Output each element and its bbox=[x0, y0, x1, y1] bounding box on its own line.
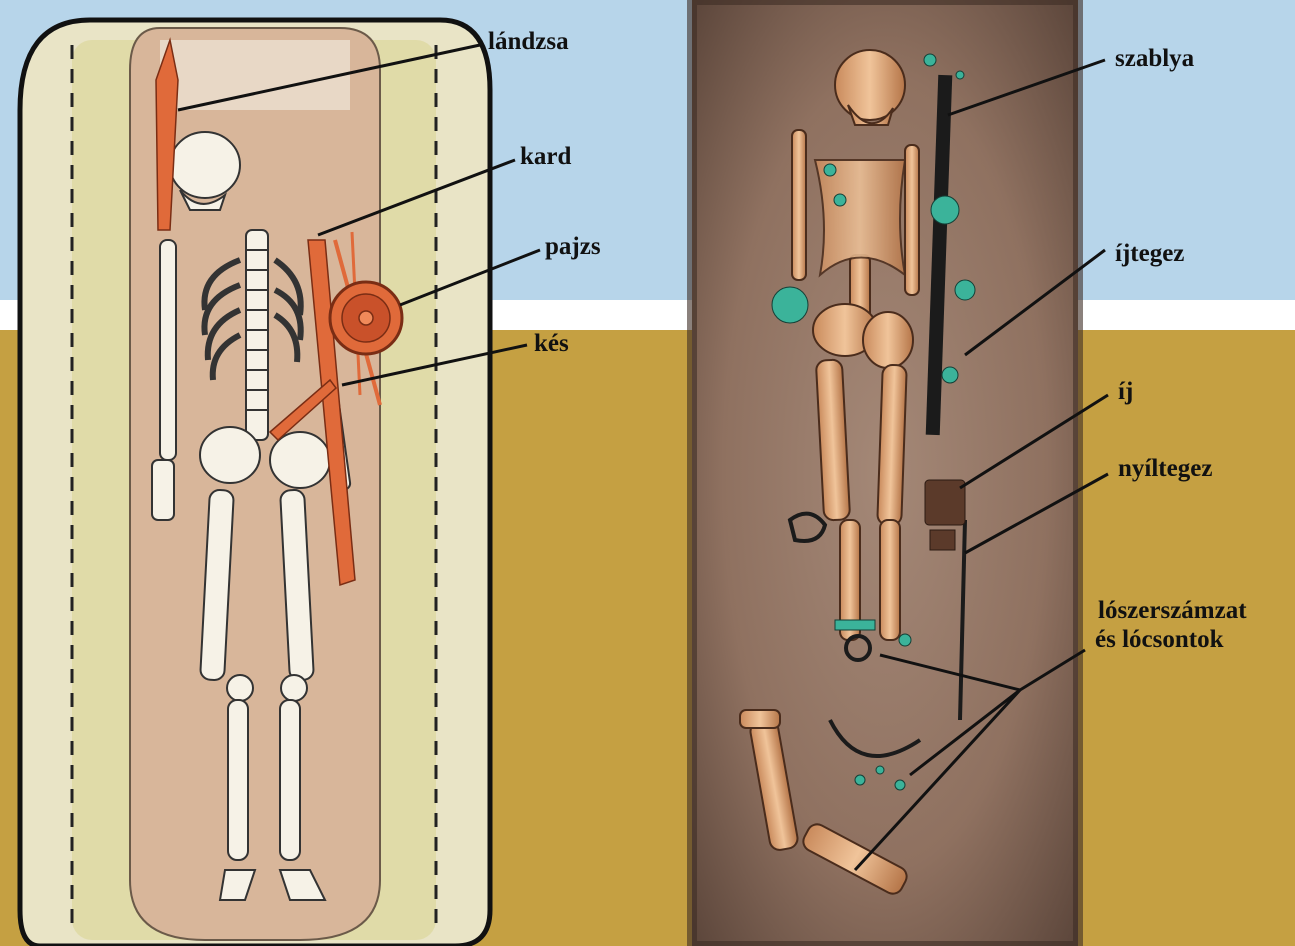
label-spear: lándzsa bbox=[488, 28, 569, 56]
left-grave-drawing bbox=[20, 20, 540, 946]
label-bow-case: íjtegez bbox=[1115, 240, 1184, 268]
label-bow: íj bbox=[1118, 378, 1133, 406]
label-sword: kard bbox=[520, 143, 571, 171]
label-shield: pajzs bbox=[545, 233, 601, 261]
label-horse-gear-line1: lószerszámzat bbox=[1098, 597, 1247, 625]
label-horse-gear-line2: és lócsontok bbox=[1095, 626, 1223, 654]
right-grave-excavation bbox=[692, 0, 1108, 946]
label-knife: kés bbox=[534, 330, 569, 358]
label-saber: szablya bbox=[1115, 45, 1194, 73]
label-quiver: nyíltegez bbox=[1118, 455, 1212, 483]
